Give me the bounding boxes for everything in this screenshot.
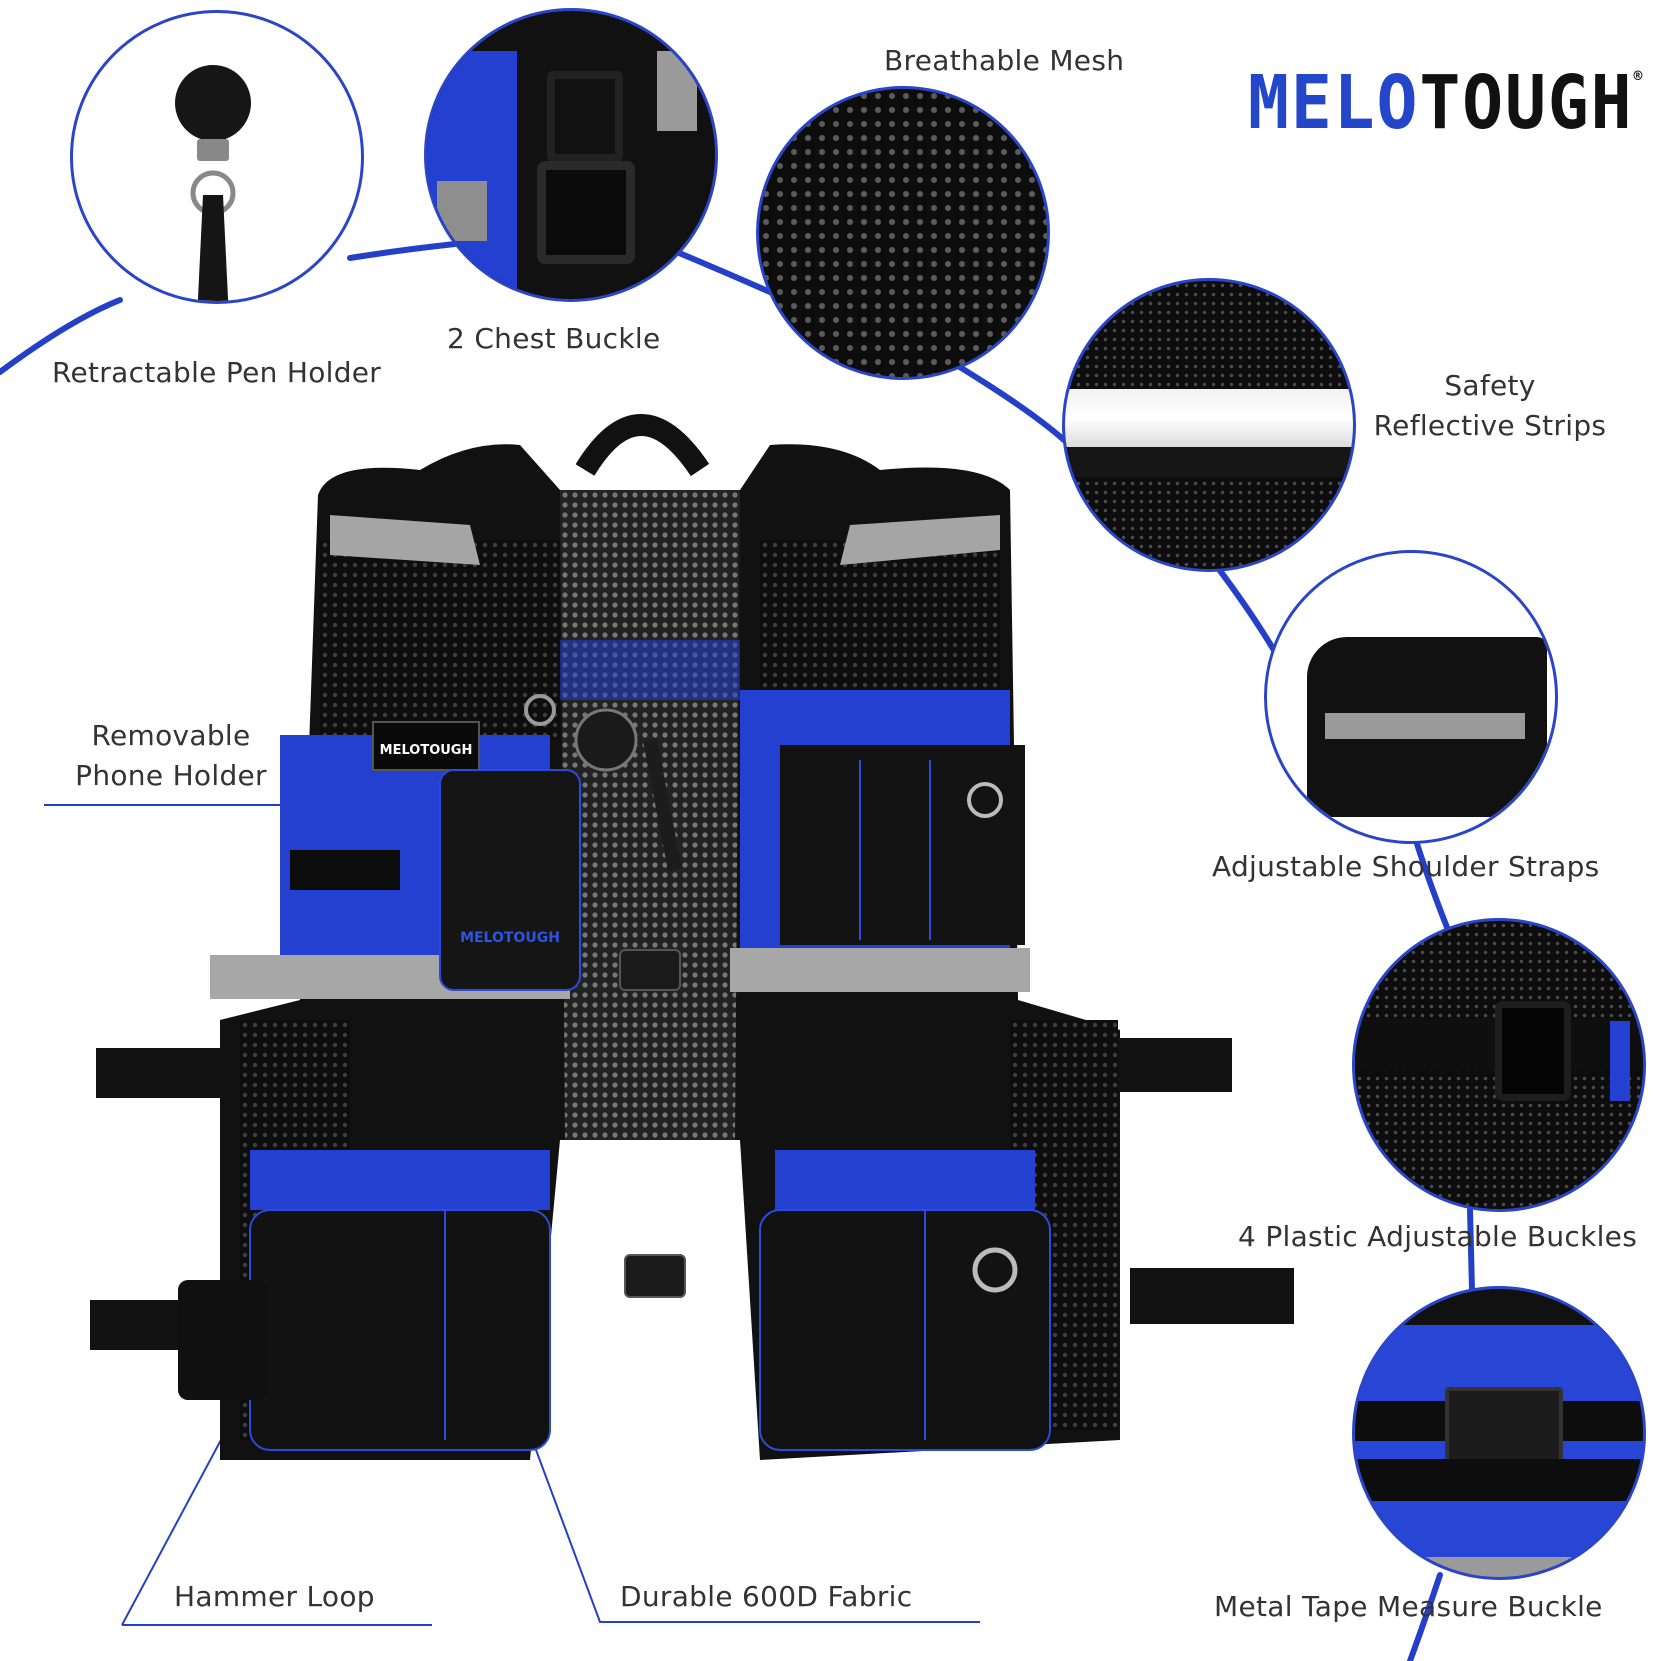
phone-holder-label-line2: Phone Holder (75, 759, 267, 792)
brand-logo: MELOTOUGH® (1248, 60, 1645, 146)
pen-holder-connector (0, 297, 123, 375)
buckle-to-mesh-connector (669, 247, 773, 295)
strap-right-lower (1130, 1268, 1294, 1324)
d-ring-right-chest (967, 782, 1003, 818)
chest-buckle-lower (624, 1254, 686, 1298)
phone-holder-label-line1: Removable (91, 719, 251, 752)
shoulder-strap-circle (1264, 550, 1558, 844)
pocket-lower-right (759, 1209, 1051, 1451)
reflective-shoulder-right (840, 515, 1000, 565)
blue-lower-right (775, 1150, 1035, 1210)
tape-connector (1407, 1572, 1443, 1661)
blue-trim (1610, 1021, 1630, 1101)
plastic-buckle-circle (1352, 918, 1646, 1212)
mesh-circle (756, 86, 1050, 380)
reflective-strip-white (1065, 389, 1353, 447)
retractable-reel-icon (175, 65, 251, 301)
tape-buckle-label: Metal Tape Measure Buckle (1214, 1590, 1603, 1623)
reflective-edge (1355, 1557, 1643, 1577)
phone-holder-pouch (439, 769, 581, 991)
chest-buckle-upper (619, 949, 681, 991)
chest-buckle-label: 2 Chest Buckle (447, 322, 661, 355)
d-ring-lower-right (972, 1247, 1018, 1293)
vest-handle (575, 414, 710, 477)
reflective-label-line1: Safety (1444, 369, 1536, 402)
mesh-to-reflective-connector (955, 363, 1067, 443)
chest-logo-badge (372, 721, 480, 771)
strap-reflective (1325, 713, 1525, 739)
fabric-label: Durable 600D Fabric (620, 1580, 913, 1613)
buckles-to-tape-connector (1467, 1207, 1475, 1293)
reflective-label: Safety Reflective Strips (1370, 366, 1610, 446)
buckle-icon (1495, 1001, 1571, 1101)
chest-logo-text: MELOTOUGH (380, 743, 473, 758)
vest-pen (643, 738, 682, 872)
buckle-top-icon (547, 71, 623, 162)
blue-lower-left (250, 1150, 550, 1210)
mesh-chest-right (760, 540, 1000, 690)
reflective-strip (657, 51, 697, 131)
black-band-top (1355, 1289, 1643, 1325)
black-band (1065, 447, 1353, 477)
fabric-leader (509, 1379, 980, 1623)
reflective-waist-right (730, 948, 1030, 992)
blue-panel (427, 51, 517, 291)
mesh-label: Breathable Mesh (884, 44, 1125, 77)
buckle-bottom-icon (537, 161, 635, 264)
vest-ring (524, 694, 556, 726)
chest-buckle-circle (424, 8, 718, 302)
strap-right-upper (1118, 1038, 1232, 1092)
vest-reel-icon (574, 708, 638, 772)
phone-logo-text: MELOTOUGH (460, 930, 560, 946)
phone-holder-label: Removable Phone Holder (56, 716, 286, 796)
back-blue-band (560, 640, 740, 700)
reflective-shoulder-left (330, 515, 480, 565)
shoulder-strap-label: Adjustable Shoulder Straps (1212, 850, 1600, 883)
pocket-right-chest (780, 745, 1025, 945)
vest-back-mesh (560, 490, 740, 1140)
pen-holder-label: Retractable Pen Holder (52, 356, 382, 389)
reflective-label-line2: Reflective Strips (1373, 409, 1607, 442)
phone-clip (290, 850, 400, 890)
black-band-lower (1355, 1459, 1643, 1501)
reflective-circle (1062, 278, 1356, 572)
mesh-chest-left (320, 540, 560, 740)
tape-buckle-circle (1352, 1286, 1646, 1580)
hammer-loop-strap (178, 1280, 268, 1400)
reflective-strip-left (437, 181, 487, 241)
plastic-buckle-label: 4 Plastic Adjustable Buckles (1238, 1220, 1638, 1253)
pocket-lower-left (249, 1209, 551, 1451)
hammer-loop-label: Hammer Loop (174, 1580, 375, 1613)
pen-holder-circle (70, 10, 364, 304)
